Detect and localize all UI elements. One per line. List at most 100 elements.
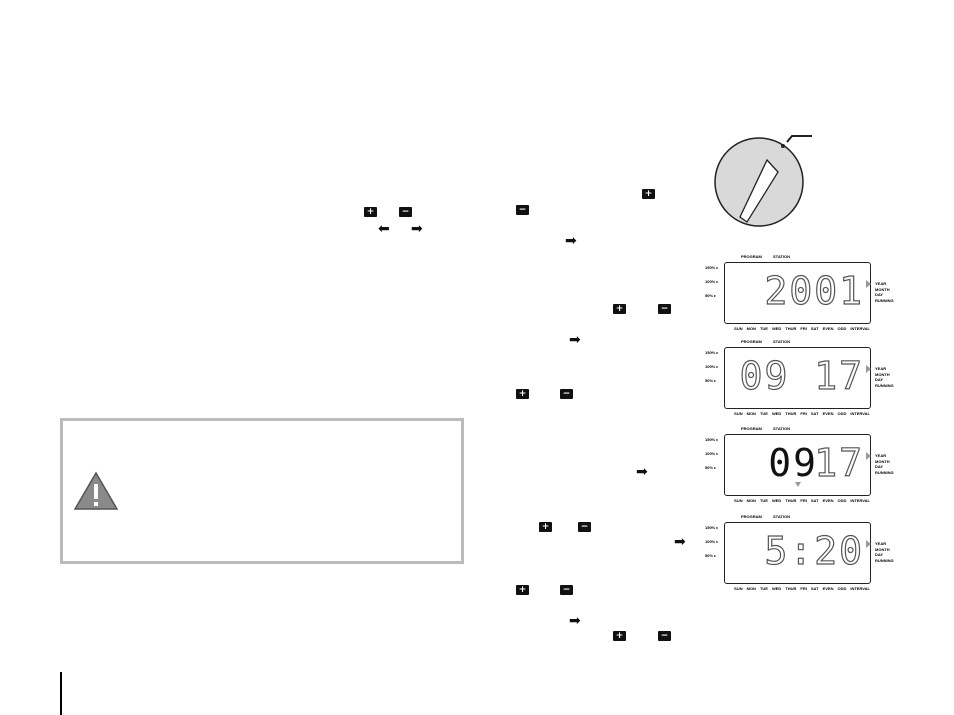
plus-button[interactable]: + <box>539 522 552 532</box>
mode-label: DAY <box>875 377 884 383</box>
warning-icon <box>73 471 119 510</box>
lcd-digits-right: 17 <box>814 440 864 485</box>
page-rule <box>60 672 62 715</box>
day-label: EVEN <box>822 586 834 591</box>
mode-label: DAY <box>875 552 884 558</box>
day-label: INTERVAL <box>850 498 870 503</box>
day-label: SAT <box>810 498 819 503</box>
arrow-right-icon[interactable]: ➡ <box>636 464 648 480</box>
percent-label: 150% ▸ <box>705 525 719 530</box>
arrow-right-icon[interactable]: ➡ <box>674 534 686 550</box>
day-label: SUN <box>734 498 743 503</box>
day-indicator-icon <box>795 482 801 487</box>
day-label: THUR <box>785 411 797 416</box>
day-label: THUR <box>785 326 797 331</box>
mode-label: YEAR <box>875 453 887 458</box>
mode-label: RUNNING <box>875 297 894 303</box>
minus-button[interactable]: − <box>516 205 529 215</box>
minus-button[interactable]: − <box>658 304 671 314</box>
day-label: INTERVAL <box>850 411 870 416</box>
lcd-digits: 09 17 <box>739 353 864 398</box>
plus-button[interactable]: + <box>613 631 626 641</box>
plus-button[interactable]: + <box>516 389 529 399</box>
program-label: PROGRAM <box>741 426 762 431</box>
day-label: FRI <box>800 498 807 503</box>
day-label: WED <box>771 326 782 331</box>
mode-label: RUNNING <box>875 382 894 388</box>
arrow-right-icon[interactable]: ➡ <box>565 233 577 249</box>
mode-label: MONTH <box>875 458 890 464</box>
mode-label: MONTH <box>875 371 890 377</box>
day-label: THUR <box>785 586 797 591</box>
day-label: SAT <box>810 411 819 416</box>
minus-button[interactable]: − <box>560 389 573 399</box>
minus-button[interactable]: − <box>399 207 412 217</box>
mode-indicator-icon <box>866 365 871 373</box>
day-label: SAT <box>810 326 819 331</box>
station-label: STATION <box>773 339 790 344</box>
day-label: INTERVAL <box>850 586 870 591</box>
mode-indicator-icon <box>866 452 871 460</box>
mode-label: DAY <box>875 292 884 298</box>
day-label: TUE <box>759 586 768 591</box>
day-label: THUR <box>785 498 797 503</box>
day-label: WED <box>771 586 782 591</box>
percent-label: 50% ▸ <box>705 465 717 470</box>
minus-button[interactable]: − <box>560 585 573 595</box>
minus-button[interactable]: − <box>578 522 591 532</box>
arrow-right-icon[interactable]: ➡ <box>569 332 581 348</box>
percent-label: 150% ▸ <box>705 265 719 270</box>
program-label: PROGRAM <box>741 514 762 519</box>
percent-label: 50% ▸ <box>705 293 717 298</box>
day-label: ODD <box>837 326 847 331</box>
percent-label: 150% ▸ <box>705 437 719 442</box>
day-label: ODD <box>837 498 847 503</box>
day-label: SUN <box>734 586 743 591</box>
warning-box <box>60 418 464 564</box>
station-label: STATION <box>773 254 790 259</box>
percent-label: 100% ▸ <box>705 539 719 544</box>
day-label: EVEN <box>822 411 834 416</box>
lcd-digits-left: 09 <box>768 441 818 485</box>
day-label: TUE <box>759 411 768 416</box>
percent-label: 100% ▸ <box>705 364 719 369</box>
plus-button[interactable]: + <box>642 189 655 199</box>
day-label: MON <box>746 586 756 591</box>
mode-label: YEAR <box>875 366 887 371</box>
day-label: MON <box>746 411 756 416</box>
percent-label: 150% ▸ <box>705 350 719 355</box>
arrow-right-icon[interactable]: ➡ <box>411 221 423 237</box>
arrow-left-icon[interactable]: ⬅ <box>378 221 390 237</box>
day-label: MON <box>746 326 756 331</box>
plus-button[interactable]: + <box>364 207 377 217</box>
percent-label: 50% ▸ <box>705 378 717 383</box>
day-label: FRI <box>800 326 807 331</box>
mode-label: YEAR <box>875 281 887 286</box>
day-label: TUE <box>759 498 768 503</box>
day-label: WED <box>771 411 782 416</box>
plus-button[interactable]: + <box>516 585 529 595</box>
day-label: INTERVAL <box>850 326 870 331</box>
plus-button[interactable]: + <box>613 304 626 314</box>
program-label: PROGRAM <box>741 254 762 259</box>
day-label: FRI <box>800 411 807 416</box>
percent-label: 100% ▸ <box>705 451 719 456</box>
minus-button[interactable]: − <box>658 631 671 641</box>
percent-label: 50% ▸ <box>705 553 717 558</box>
lcd-digits: 5:20 <box>764 528 864 573</box>
station-label: STATION <box>773 514 790 519</box>
mode-indicator-icon <box>866 540 871 548</box>
arrow-right-icon[interactable]: ➡ <box>569 613 581 629</box>
day-label: ODD <box>837 586 847 591</box>
